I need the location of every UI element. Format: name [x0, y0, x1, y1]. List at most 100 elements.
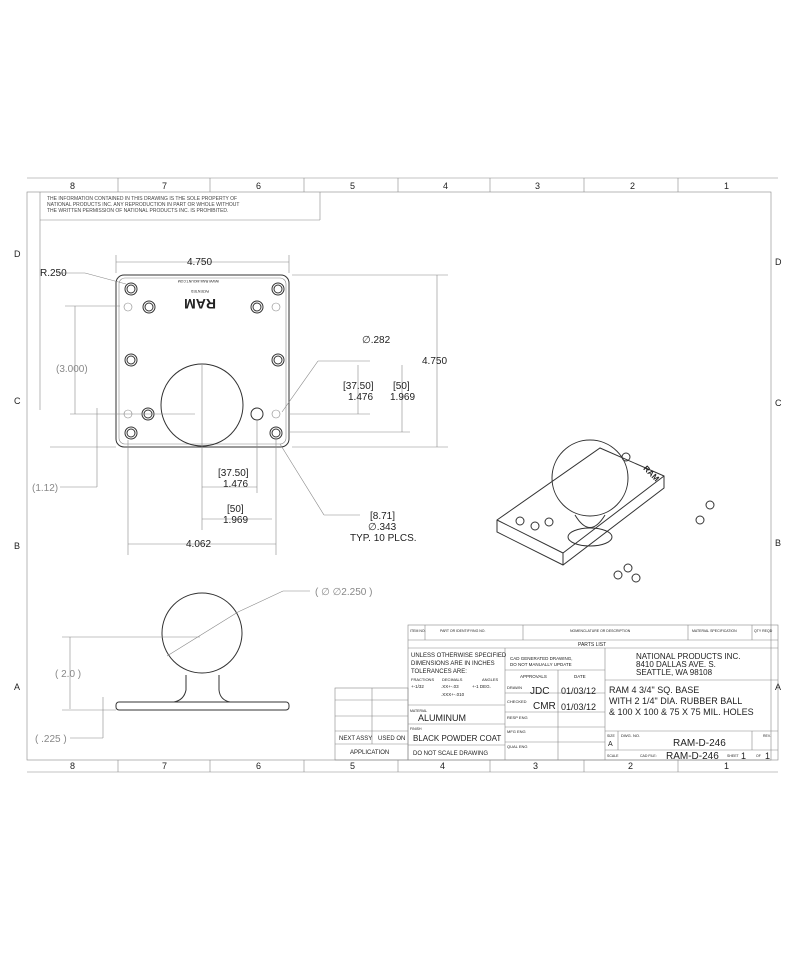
zone-col-5: 5: [350, 181, 355, 191]
dim-h-imp-1: 1.476: [223, 479, 248, 490]
dim-v-imp-2: 1.969: [390, 392, 415, 403]
zone-col-1: 1: [724, 761, 729, 771]
zone-col-1: 1: [724, 181, 729, 191]
dim-width: 4.750: [187, 257, 212, 268]
date-label: DATE: [574, 674, 586, 679]
approvals-label: APPROVALS: [520, 674, 547, 679]
drawn-label: DRAWN: [507, 685, 522, 690]
tolerance-note: UNLESS OTHERWISE SPECIFIED: [411, 653, 507, 659]
zone-row-b: B: [775, 538, 781, 548]
next-assy-block: NEXT ASSY USED ON APPLICATION: [334, 687, 409, 761]
finish-label: FINISH: [410, 727, 422, 731]
cad-file: RAM-D-246: [666, 751, 719, 762]
zone-row-b: B: [14, 541, 20, 551]
no-scale-note: DO NOT SCALE DRAWING: [413, 751, 488, 757]
dim-v-metric-1: [37.50]: [343, 381, 374, 392]
zone-row-d: D: [775, 257, 782, 267]
tol-value: +-1/32: [411, 684, 424, 689]
zone-col-3: 3: [533, 761, 538, 771]
dim-h-metric-2: [50]: [227, 504, 244, 515]
dim-v-imp-1: 1.476: [348, 392, 373, 403]
zone-col-4: 4: [440, 761, 445, 771]
checked-label: CHECKED: [507, 699, 527, 704]
col-nomenclature: NOMENCLATURE OR DESCRIPTION: [570, 629, 631, 633]
plan-view: RAM PATENTED WWW.RAM-MOUNT.COM 4.750 4.7…: [32, 255, 448, 555]
dwg-no: RAM-D-246: [673, 738, 726, 749]
tol-header: FRACTIONS: [411, 677, 434, 682]
zone-col-3: 3: [535, 181, 540, 191]
tol-value: +-1 DEG.: [472, 684, 491, 689]
tol-value: .XXX+-.010: [441, 692, 465, 697]
zone-row-c: C: [775, 398, 782, 408]
application-label: APPLICATION: [350, 750, 389, 756]
parts-list-label: PARTS LIST: [578, 642, 606, 648]
zone-col-7: 7: [162, 761, 167, 771]
sheet-number: 1: [741, 751, 746, 761]
company-name: NATIONAL PRODUCTS INC.: [636, 652, 740, 661]
notice-line: NATIONAL PRODUCTS INC. ANY REPRODUCTION …: [47, 202, 239, 208]
tol-value: .XX+-.03: [441, 684, 459, 689]
drawing-frame: [26, 177, 778, 773]
zone-col-5: 5: [350, 761, 355, 771]
zone-col-6: 6: [256, 761, 261, 771]
dim-side-height: ( 2.0 ): [55, 669, 81, 680]
notice-line: THE WRITTEN PERMISSION OF NATIONAL PRODU…: [47, 208, 228, 214]
next-assy-label: NEXT ASSY: [339, 736, 372, 742]
rev-label: REV.: [763, 734, 771, 738]
tolerance-note: TOLERANCES ARE:: [411, 669, 467, 675]
size-value: A: [608, 741, 613, 748]
zone-col-2: 2: [630, 181, 635, 191]
zone-col-2: 2: [628, 761, 633, 771]
dim-ball-diameter: ( ∅ ∅2.250 ): [315, 587, 372, 598]
dim-hole-note: TYP. 10 PLCS.: [350, 533, 417, 544]
checked-date: 01/03/12: [561, 702, 596, 712]
zone-col-8: 8: [70, 181, 75, 191]
proprietary-notice: THE INFORMATION CONTAINED IN THIS DRAWIN…: [47, 196, 239, 214]
dim-height: 4.750: [422, 356, 447, 367]
zone-col-6: 6: [256, 181, 261, 191]
used-on-label: USED ON: [378, 736, 405, 742]
dim-corner-radius: R.250: [40, 268, 67, 279]
notice-line: THE INFORMATION CONTAINED IN THIS DRAWIN…: [47, 196, 237, 202]
dim-small-hole: ∅.282: [362, 335, 391, 346]
dim-hole-spacing: 4.062: [186, 539, 211, 550]
checked-by: CMR: [533, 701, 556, 712]
mounting-holes: [123, 282, 285, 440]
title-block: ITEM NO. PART OR IDENTIFYING NO. NOMENCL…: [407, 624, 779, 762]
tol-header: ANGLES: [482, 677, 499, 682]
col-material: MATERIAL SPECIFICATION: [692, 629, 737, 633]
dim-large-hole-metric: [8.71]: [370, 511, 395, 522]
finish-value: BLACK POWDER COAT: [413, 734, 501, 743]
resp-eng-label: RESP ENG: [507, 715, 528, 720]
drawn-date: 01/03/12: [561, 686, 596, 696]
company-address: 8410 DALLAS AVE. S.: [636, 660, 716, 669]
zone-labels: 8 7 6 5 4 3 2 1 8 7 6 5 4 3 2 1 D C B A …: [14, 181, 782, 771]
drawing-title: & 100 X 100 & 75 X 75 MIL. HOLES: [609, 707, 754, 717]
size-label: SIZE: [607, 734, 615, 738]
dim-hole-span: (3.000): [56, 364, 88, 375]
cad-file-label: CAD FILE:: [640, 754, 657, 758]
zone-row-d: D: [14, 249, 21, 259]
scale-label: SCALE: [607, 754, 619, 758]
zone-col-7: 7: [162, 181, 167, 191]
drawn-by: JDC: [530, 686, 549, 697]
logo-patented: PATENTED: [190, 289, 209, 293]
drawing-title: WITH 2 1/4" DIA. RUBBER BALL: [609, 696, 742, 706]
zone-col-8: 8: [70, 761, 75, 771]
qual-eng-label: QUAL ENG: [507, 744, 528, 749]
zone-row-a: A: [14, 682, 20, 692]
col-item-no: ITEM NO.: [410, 629, 426, 633]
zone-col-4: 4: [443, 181, 448, 191]
dwg-no-label: DWG. NO.: [621, 733, 640, 738]
dim-offset: (1.12): [32, 483, 58, 494]
col-qty: QTY REQD: [754, 629, 773, 633]
drawing-title: RAM 4 3/4" SQ. BASE: [609, 685, 699, 695]
tol-header: DECIMALS: [442, 677, 463, 682]
isometric-view: RAM: [496, 439, 715, 583]
ram-logo: RAM: [184, 296, 216, 312]
dim-h-imp-2: 1.969: [223, 515, 248, 526]
company-city: SEATTLE, WA 98108: [636, 668, 713, 677]
side-view: ( ∅ ∅2.250 ) ( 2.0 ) ( .225 ): [35, 587, 372, 745]
sheet-label: SHEET: [727, 754, 740, 758]
